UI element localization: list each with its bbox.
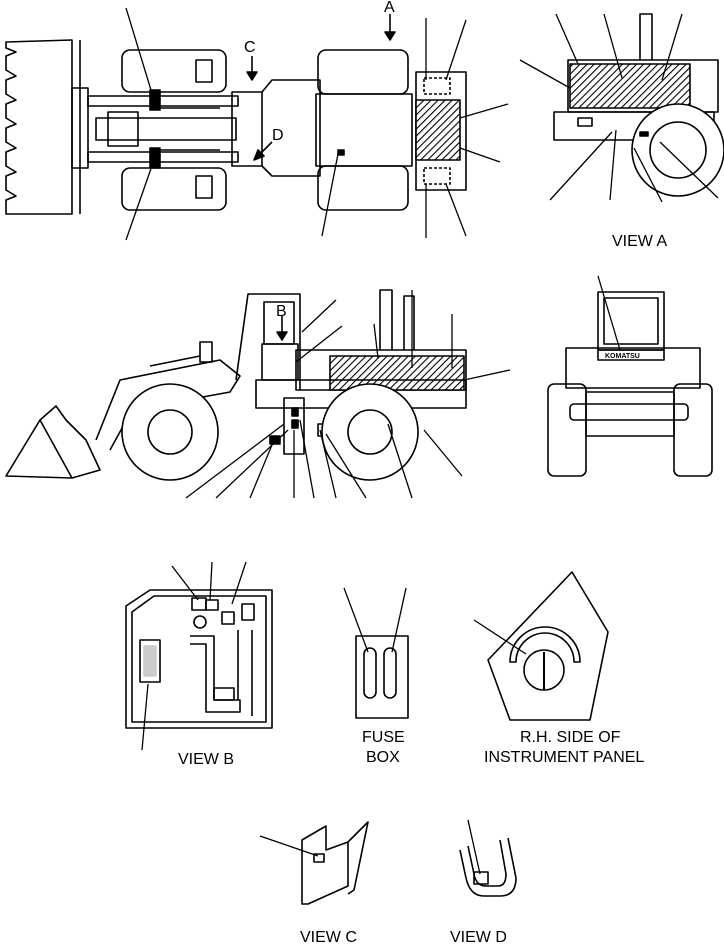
leader-lines-top — [125, 7, 509, 241]
view-d-drawing — [459, 819, 517, 897]
view-arrow-b — [276, 316, 288, 341]
side-view — [5, 289, 511, 499]
view-arrow-c-label: C — [244, 39, 256, 56]
view-arrow-a-label: A — [384, 0, 395, 16]
view-d-caption: VIEW D — [450, 929, 507, 943]
view-b-caption: VIEW B — [178, 751, 234, 768]
rear-wheel-top — [317, 49, 409, 95]
front-wheel-top — [121, 49, 227, 93]
leader-lines-side — [185, 290, 511, 499]
view-a-drawing — [519, 13, 724, 203]
rear-left-wheel — [547, 383, 587, 477]
rear-brand-plate — [597, 349, 665, 361]
leader-lines-view-a — [519, 13, 719, 203]
rear-frame — [315, 93, 413, 167]
front-wheel-bottom — [121, 167, 227, 211]
fuse-right — [383, 647, 397, 699]
side-bucket — [5, 405, 101, 479]
top-plan-view — [5, 7, 509, 241]
fuse-box-caption-line1: FUSE — [362, 729, 405, 746]
panel-dial-arc — [509, 626, 581, 663]
leader-lines-view-b — [141, 561, 247, 751]
view-arrow-a — [384, 14, 396, 41]
rear-view: KOMATSU — [547, 275, 713, 477]
rh-side-caption-line2: INSTRUMENT PANEL — [484, 749, 644, 766]
view-a-hatched-hood — [569, 63, 691, 109]
view-c-drawing — [259, 821, 369, 905]
view-b-drawing — [125, 561, 273, 751]
bucket-teeth — [5, 39, 73, 215]
view-arrow-d-label: D — [272, 127, 284, 144]
rh-side-caption-line1: R.H. SIDE OF — [520, 729, 621, 746]
rear-cab — [597, 291, 665, 351]
view-arrow-c — [246, 56, 258, 81]
side-cab — [235, 293, 301, 390]
lift-arm-upper — [87, 95, 239, 107]
view-a-caption: VIEW A — [612, 233, 667, 250]
instrument-panel-drawing — [473, 571, 609, 721]
view-arrow-b-label: B — [276, 303, 287, 320]
rear-brand-plate-text: KOMATSU — [605, 353, 640, 360]
view-c-caption: VIEW C — [300, 929, 357, 943]
fuse-left — [363, 647, 377, 699]
hood-hatched-decal — [415, 99, 461, 161]
fuse-box-drawing — [343, 587, 409, 719]
center-frame — [231, 79, 321, 177]
lift-arm-lower — [87, 151, 239, 163]
rear-right-wheel — [673, 383, 713, 477]
fuse-box-caption-line2: BOX — [366, 749, 400, 766]
side-hatched-decal — [329, 355, 465, 391]
view-arrow-d — [253, 141, 273, 161]
